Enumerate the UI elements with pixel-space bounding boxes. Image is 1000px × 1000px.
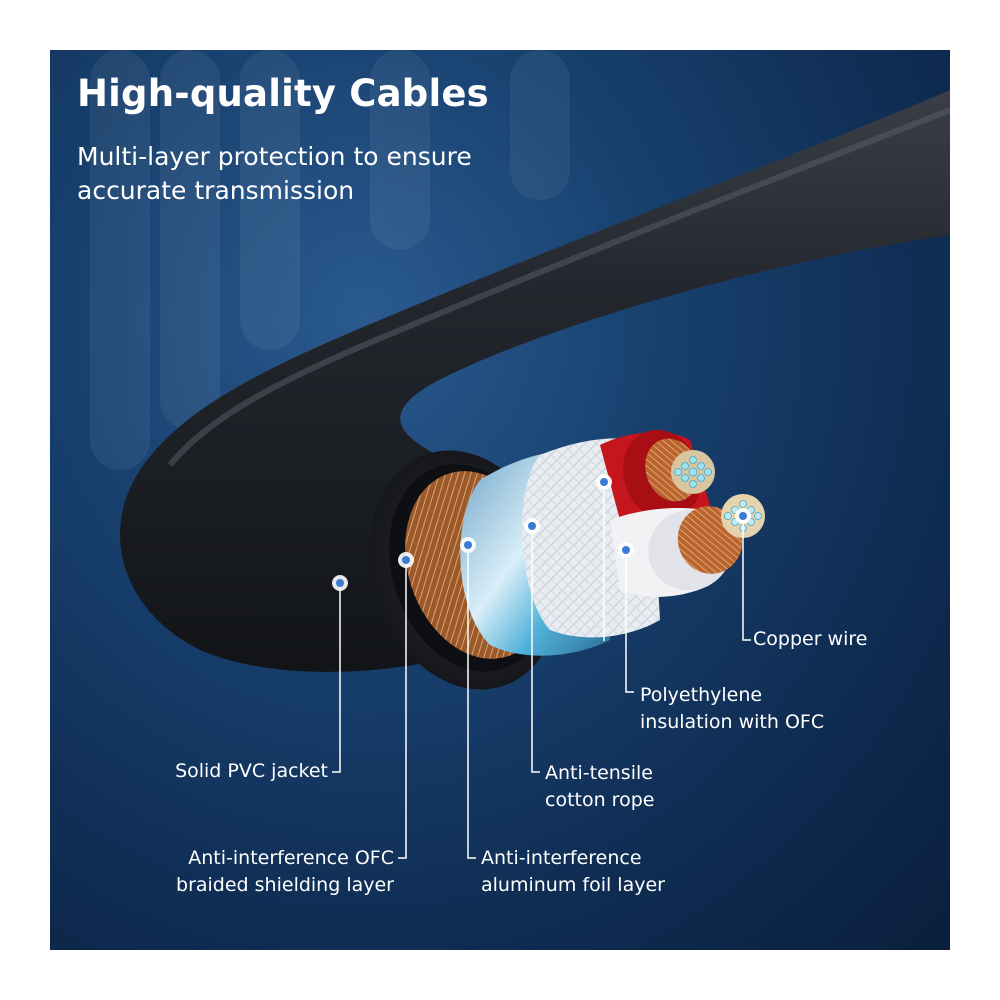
subheadline-line: Multi-layer protection to ensure [77, 142, 472, 171]
headline: High-quality Cables [77, 72, 489, 115]
subheadline: Multi-layer protection to ensure accurat… [77, 140, 472, 208]
label-polyethylene-insulation: Polyethylene insulation with OFC [640, 682, 824, 736]
label-line: braided shielding layer [176, 874, 394, 896]
label-line: Anti-tensile [545, 762, 653, 784]
label-braided-shield: Anti-interference OFC braided shielding … [176, 845, 394, 899]
label-line: aluminum foil layer [481, 874, 665, 896]
product-image-panel: High-quality Cables Multi-layer protecti… [50, 50, 950, 950]
label-cotton-rope: Anti-tensile cotton rope [545, 760, 654, 814]
label-line: cotton rope [545, 789, 655, 811]
label-line: Anti-interference [481, 847, 642, 869]
label-pvc-jacket: Solid PVC jacket [175, 760, 328, 782]
label-line: Anti-interference OFC [188, 847, 394, 869]
label-copper-wire: Copper wire [753, 628, 868, 650]
cable-cross-section-illustration [90, 50, 950, 859]
label-line: insulation with OFC [640, 711, 825, 733]
label-aluminum-foil: Anti-interference aluminum foil layer [481, 845, 665, 899]
subheadline-line: accurate transmission [77, 176, 355, 205]
label-line: Polyethylene [640, 684, 763, 706]
